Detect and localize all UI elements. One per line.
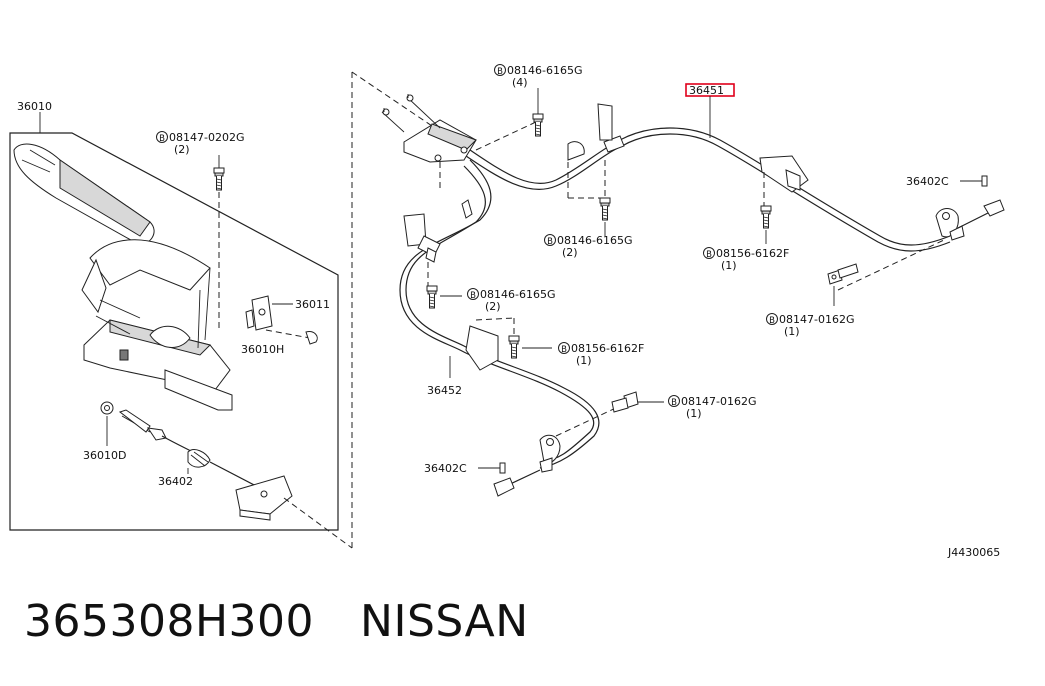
svg-text:(2): (2) [562,246,578,259]
bolt-code-1: 08147-0202G [169,131,244,144]
bolt-code-8: 08147-0162G [681,395,756,408]
lock-plate-36402c-left: 36402C [424,462,506,475]
cable-36451: 36451 [465,83,1005,291]
label-36011: 36011 [295,298,330,311]
bolt-08146-6165g-mid: 08146-6165G (2) [544,197,632,259]
svg-text:(1): (1) [784,325,800,338]
bolt-qty-3: 2 [566,246,573,259]
svg-text:(1): (1) [576,354,592,367]
bolt-code-7: 08147-0162G [779,313,854,326]
svg-text:(2): (2) [174,143,190,156]
bolt-08147-0162g-left: 08147-0162G (1) [611,391,756,420]
bolt-qty-1: 2 [178,143,185,156]
bolt-qty-6: 1 [580,354,587,367]
bolt-08146-6165g-lower: 08146-6165G (2) [426,285,555,313]
part-number-line: 365308H300 NISSAN [24,596,529,647]
lever-assembly-box: 36010 [9,100,339,531]
bolt-qty-5: 1 [725,259,732,272]
bolt-qty-8: 1 [690,407,697,420]
lock-plate-36402c-right: 36402C [906,175,988,188]
bolt-qty-2: 4 [516,76,523,89]
label-36010h: 36010H [241,343,284,356]
label-36010: 36010 [17,100,52,113]
bolt-code-2: 08146-6165G [507,64,582,77]
bolt-code-6: 08156-6162F [571,342,644,355]
bolt-08156-6162f-right: 08156-6162F (1) [703,205,789,272]
parking-brake-parts-diagram: B 36010 08147-0202G (2) [9,64,1005,559]
bolt-08156-6162f-left: 08156-6162F (1) [508,335,644,367]
label-36402: 36402 [158,475,193,488]
bolt-qty-7: 1 [788,325,795,338]
label-36010d: 36010D [83,449,126,462]
svg-text:(1): (1) [721,259,737,272]
bolt-code-3: 08146-6165G [557,234,632,247]
bolt-08147-0162g-right: 08147-0162G (1) [766,263,859,338]
lever-nut-36010d: 36010D [83,401,126,462]
bolt-08146-6165g-top: 08146-6165G (4) [494,64,582,137]
brand-name: NISSAN [360,596,529,647]
svg-text:(4): (4) [512,76,528,89]
bolt-08147-0202g: 08147-0202G (2) [156,131,244,330]
diagram-ref-code: J4430065 [947,546,1000,559]
equalizer-bracket [381,94,537,188]
svg-text:(2): (2) [485,300,501,313]
part-number: 365308H300 [24,596,315,647]
label-36451: 36451 [689,84,724,97]
cable-36452: 36452 [399,159,621,497]
front-cable-36402: 36402 [118,71,439,549]
bolt-code-5: 08156-6162F [716,247,789,260]
bolt-qty-4: 2 [489,300,496,313]
label-36402c-right: 36402C [906,175,949,188]
label-36402c-left: 36402C [424,462,467,475]
lever-switch-36011: 36011 36010H [241,295,330,356]
label-36452: 36452 [427,384,462,397]
parking-brake-lever [13,143,233,411]
bolt-code-4: 08146-6165G [480,288,555,301]
svg-text:(1): (1) [686,407,702,420]
